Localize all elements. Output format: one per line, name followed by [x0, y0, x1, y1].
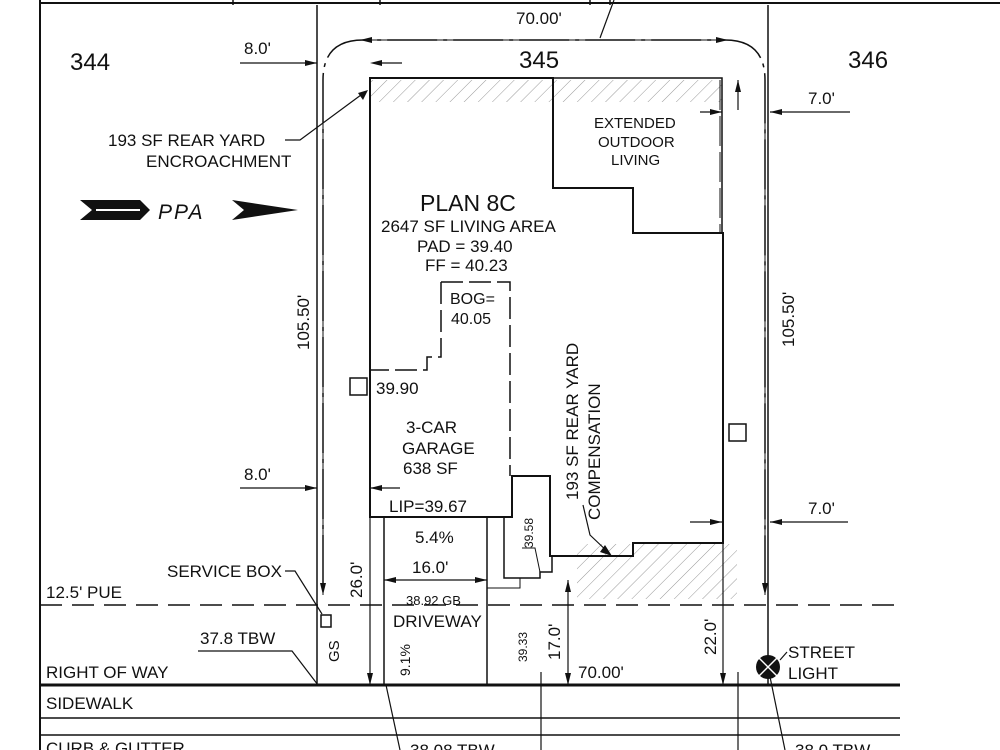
- gs-label: GS: [326, 640, 343, 662]
- depth-right-label: 105.50': [779, 292, 798, 347]
- lot-345: 345: [519, 47, 559, 74]
- elevation-lip: LIP=39.67: [389, 497, 467, 516]
- front-setback-17-label: 17.0': [545, 624, 564, 660]
- front-setback-26-label: 26.0': [347, 562, 366, 598]
- bog-label: BOG=: [450, 291, 495, 308]
- outdoor-living-outline: [553, 77, 723, 233]
- tbw-label: 37.8 TBW: [200, 629, 275, 648]
- garage-line2: GARAGE: [402, 439, 475, 458]
- outdoor-living-label-2: OUTDOOR: [598, 134, 675, 151]
- utility-box-right: [728, 423, 747, 442]
- lot-346: 346: [848, 47, 888, 74]
- garage-line3: 638 SF: [403, 459, 458, 478]
- elevation-39-33: 39.33: [516, 632, 530, 662]
- curb-label: CURB & GUTTER: [46, 739, 185, 750]
- bog-value: 40.05: [451, 311, 491, 328]
- slope-9-1: 9.1%: [397, 644, 413, 676]
- street-light-label-2: LIGHT: [788, 664, 838, 683]
- outdoor-living-label-3: LIVING: [611, 152, 660, 169]
- plan-ff: FF = 40.23: [425, 256, 508, 275]
- garage-line1: 3-CAR: [406, 418, 457, 437]
- north-arrow-icon: [80, 200, 298, 220]
- pue-label: 12.5' PUE: [46, 583, 122, 602]
- front-setback-22-label: 22.0': [701, 619, 720, 655]
- tbw-bottom-label-2: 38.0 TBW: [795, 741, 870, 750]
- sidewalk-label: SIDEWALK: [46, 694, 134, 713]
- house-footprint: [369, 77, 724, 557]
- elevation-39-58: 39.58: [522, 518, 536, 548]
- rear-yard-encroachment-hatch: [370, 80, 722, 102]
- plan-pad: PAD = 39.40: [417, 237, 513, 256]
- plan-name: PLAN 8C: [420, 190, 516, 216]
- street-light-label-1: STREET: [788, 643, 855, 662]
- bog-outline: [370, 281, 511, 476]
- driveway-width-label: 16.0': [412, 558, 448, 577]
- right-of-way-label: RIGHT OF WAY: [46, 663, 168, 682]
- bottom-width-label: 70.00': [578, 663, 624, 682]
- plan-living-area: 2647 SF LIVING AREA: [381, 217, 556, 236]
- tbw-bottom-label-1: 38.08 TBW: [410, 741, 495, 750]
- encroachment-label-2: ENCROACHMENT: [146, 152, 291, 171]
- setback-right-bottom-label: 7.0': [808, 499, 835, 518]
- slope-5-4: 5.4%: [415, 528, 454, 547]
- compensation-label-1: 193 SF REAR YARD: [563, 343, 582, 500]
- driveway-label: DRIVEWAY: [393, 612, 482, 631]
- compensation-label-2: COMPENSATION: [585, 383, 604, 520]
- garage-step: [503, 517, 553, 579]
- utility-box-left: [349, 377, 368, 396]
- elevation-39-90: 39.90: [376, 379, 419, 398]
- setback-left-top-label: 8.0': [244, 39, 271, 58]
- elevation-gb: 38.92 GB: [406, 593, 461, 608]
- service-box-label: SERVICE BOX: [167, 562, 282, 581]
- outdoor-living-label-1: EXTENDED: [594, 115, 676, 132]
- lot-344: 344: [70, 49, 110, 76]
- north-logo-text: PPA: [158, 201, 204, 224]
- setback-right-top-label: 7.0': [808, 89, 835, 108]
- encroachment-label-1: 193 SF REAR YARD: [108, 131, 265, 150]
- setback-left-bottom-label: 8.0': [244, 465, 271, 484]
- service-box: [320, 614, 332, 628]
- top-width-label: 70.00': [516, 9, 562, 28]
- depth-left-label: 105.50': [294, 295, 313, 350]
